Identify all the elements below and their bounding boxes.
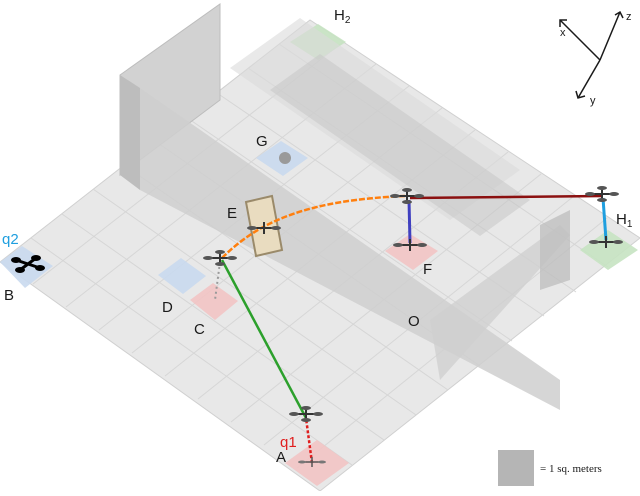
drone-top-icon [390,188,424,204]
label-G: G [256,133,268,150]
pad-C [190,283,238,320]
pad-H1 [580,230,638,270]
obstacle-hole [279,152,291,164]
pad-A [285,440,349,486]
pad-F [385,234,438,270]
drone-H1-bottom-icon [589,236,623,248]
drone-q1-mid-icon [289,406,323,422]
label-q1: q1 [280,434,297,451]
axis-x-label: x [560,27,566,39]
label-H1: H1 [616,211,633,230]
drone-window-icon [247,222,281,234]
legend-text: = 1 sq. meters [540,463,602,475]
wall-center [270,54,530,236]
drone-H1-top-icon [585,186,619,202]
pad-B [0,246,53,288]
axes-triad [559,10,624,99]
label-D: D [162,299,173,316]
label-F: F [423,261,432,278]
drone-q2-icon [11,255,45,273]
path-grey-dotted [214,261,221,301]
path-cyan [601,197,608,241]
wall-right-post [540,210,570,290]
label-A: A [276,449,286,466]
drone-F-icon [393,239,427,251]
label-O: O [408,313,420,330]
label-E: E [227,205,237,222]
path-orange [221,194,406,259]
path-blue [407,199,412,244]
label-B: B [4,287,14,304]
wall-right [430,225,570,380]
label-C: C [194,321,205,338]
drone-q1-hover-icon [203,250,237,266]
path-green [220,259,308,419]
axis-y-label: y [590,95,596,107]
legend-square [498,450,534,486]
wall-left-side [120,75,140,190]
pad-D [158,258,206,294]
path-red [304,417,314,464]
drone-q1-start-icon [298,457,326,467]
label-q2: q2 [2,231,19,248]
label-H2: H2 [334,7,351,26]
path-darkred [409,194,603,200]
axis-z-label: z [626,11,632,23]
